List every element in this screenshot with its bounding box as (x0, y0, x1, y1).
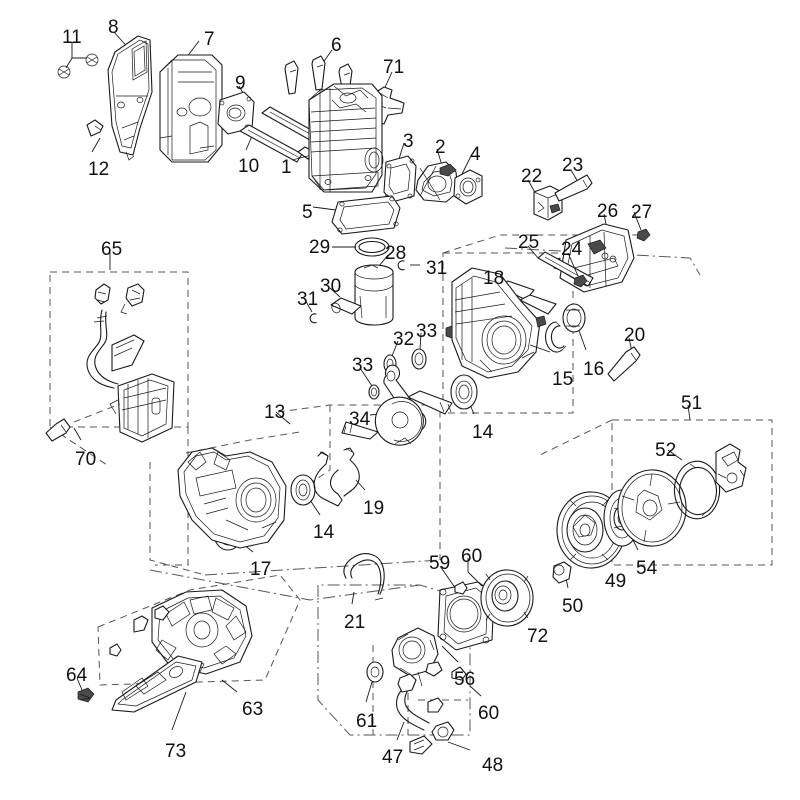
callout-51: 51 (681, 393, 703, 414)
part-16-bearing (562, 303, 587, 351)
callout-20: 20 (624, 325, 646, 346)
part-20-bolt (607, 337, 641, 382)
callout-73: 73 (165, 741, 187, 762)
callout-18: 18 (483, 268, 505, 289)
part-8-heat-shield (107, 31, 153, 161)
callout-8: 8 (108, 17, 119, 38)
callout-34: 34 (349, 409, 371, 430)
part-12-screw (86, 119, 104, 153)
callout-60-upper: 60 (461, 546, 483, 567)
callout-52: 52 (655, 440, 677, 461)
callout-4: 4 (470, 144, 481, 165)
callout-24: 24 (561, 239, 583, 260)
part-61-grommet (365, 661, 384, 703)
callout-2: 2 (435, 137, 446, 158)
part-56-oil-pump (391, 627, 459, 687)
part-63-flywheel-assembly (109, 589, 253, 693)
callout-11: 11 (62, 27, 82, 48)
callout-6: 6 (331, 35, 342, 56)
part-15-retaining-ring (529, 321, 567, 353)
callout-1: 1 (281, 157, 292, 178)
callout-59: 59 (429, 553, 451, 574)
callout-17: 17 (250, 559, 272, 580)
part-72-clutch-drum (480, 569, 534, 627)
part-24-nut (567, 252, 588, 288)
part-48-oil-fittings (409, 721, 471, 755)
part-30-wrist-pin (329, 287, 362, 315)
part-29-piston-ring (332, 237, 390, 257)
callout-7: 7 (204, 29, 215, 50)
callout-65: 65 (101, 239, 123, 260)
callout-56: 56 (454, 669, 476, 690)
callout-48: 48 (482, 755, 504, 776)
part-28-piston (354, 254, 394, 326)
part-70-screw (45, 403, 121, 442)
callout-16: 16 (583, 359, 605, 380)
callout-21: 21 (344, 612, 366, 633)
callout-28: 28 (385, 243, 407, 264)
callout-31-lower: 31 (297, 289, 319, 310)
part-5-base-gasket (312, 195, 401, 235)
part-3-intake-gasket (383, 142, 417, 203)
callout-33-upper: 33 (416, 321, 438, 342)
callout-54: 54 (636, 558, 658, 579)
callout-60-lower: 60 (478, 703, 500, 724)
callout-47: 47 (382, 747, 404, 768)
part-7-muffler (159, 40, 223, 163)
part-10-bolts (239, 106, 335, 163)
callout-70: 70 (75, 449, 97, 470)
part-33-bearings (359, 332, 427, 400)
callout-25: 25 (518, 232, 540, 253)
callout-19: 19 (363, 498, 385, 519)
part-11-washer-set (57, 42, 99, 79)
part-51-clutch-group (687, 404, 691, 421)
part-9-muffler-gasket (217, 85, 255, 135)
part-2-intake-manifold (415, 148, 459, 203)
part-52-clutch-spring (617, 443, 747, 547)
callout-15: 15 (552, 369, 574, 390)
part-31-circlips (303, 260, 420, 324)
callout-61: 61 (356, 711, 378, 732)
part-23-screw (554, 169, 593, 202)
callout-14-upper: 14 (472, 422, 494, 443)
callout-22: 22 (521, 166, 543, 187)
part-22-clamp (527, 179, 563, 221)
part-27-nut (633, 211, 651, 242)
part-21-fuel-hose (343, 553, 385, 605)
callout-32: 32 (393, 329, 415, 350)
callout-3: 3 (403, 131, 414, 152)
callout-49: 49 (605, 571, 627, 592)
callout-23: 23 (562, 155, 584, 176)
part-47-oil-hose (395, 673, 444, 741)
callout-71: 71 (383, 57, 405, 78)
part-18-crankcase-half (445, 267, 557, 379)
part-19-crankcase-gasket (313, 447, 366, 507)
part-50-bushing (552, 561, 572, 589)
part-73-chain-bar (111, 655, 203, 731)
part-4-insulator (453, 155, 483, 205)
callout-9: 9 (235, 73, 246, 94)
callout-27: 27 (631, 202, 653, 223)
callout-12: 12 (88, 159, 110, 180)
part-65-ignition-assembly (86, 253, 175, 443)
callout-5: 5 (302, 202, 313, 223)
callout-14-lower: 14 (313, 522, 335, 543)
part-14-crank-seals (290, 374, 478, 516)
callout-26: 26 (597, 201, 619, 222)
part-64-nut (76, 677, 95, 703)
part-1-cylinder (291, 83, 384, 193)
callout-13: 13 (264, 402, 286, 423)
callout-30: 30 (320, 276, 342, 297)
callout-33-lower: 33 (352, 355, 374, 376)
callout-64: 64 (66, 665, 88, 686)
part-34-crankshaft (341, 390, 453, 446)
callout-29: 29 (309, 237, 331, 258)
callout-63: 63 (242, 699, 264, 720)
callout-10: 10 (238, 156, 260, 177)
callout-72: 72 (527, 626, 549, 647)
callout-31-upper: 31 (426, 258, 448, 279)
callout-50: 50 (562, 596, 584, 617)
part-13-crankcase-assembly (177, 411, 291, 549)
